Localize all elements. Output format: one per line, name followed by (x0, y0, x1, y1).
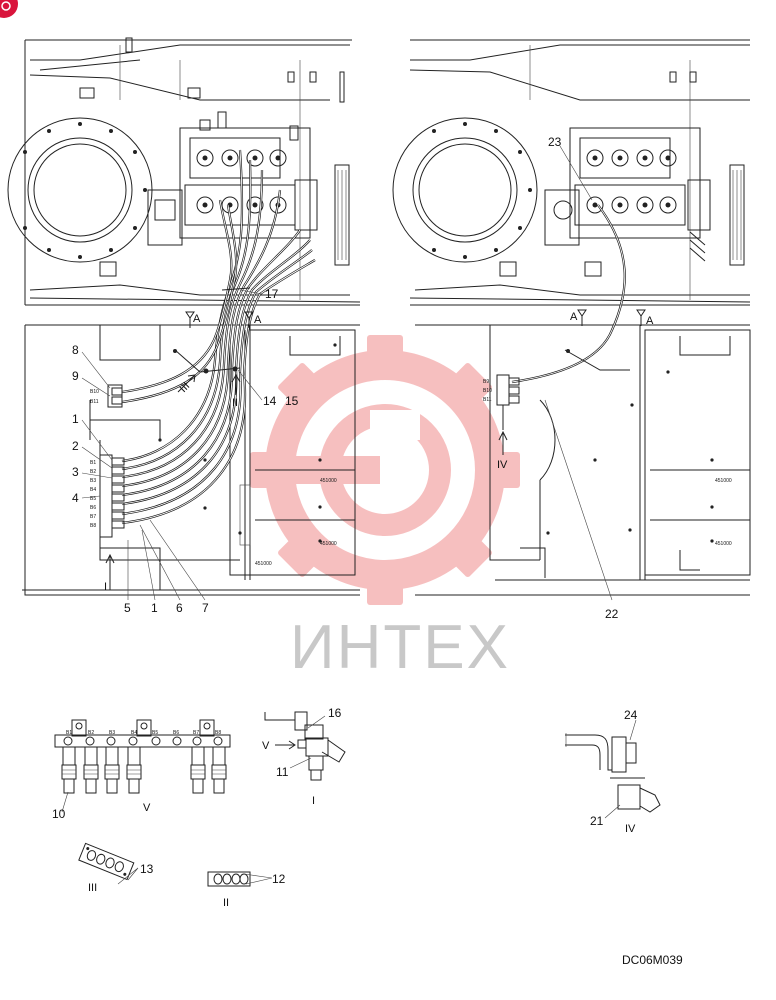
panel-code-3: 451000 (255, 561, 272, 567)
detail-view-i: V I (262, 711, 346, 807)
svg-text:B5: B5 (90, 496, 96, 502)
view-arrow-iii: III (177, 374, 196, 395)
detail-view-iii: III (78, 842, 139, 894)
svg-text:3: 3 (72, 465, 79, 479)
svg-text:B9: B9 (483, 379, 489, 385)
svg-text:17: 17 (265, 287, 279, 301)
svg-text:II: II (223, 897, 229, 909)
callout-11: 11 (276, 765, 289, 779)
callout-21: 21 (590, 814, 604, 828)
svg-text:B3: B3 (90, 478, 96, 484)
section-marker-a-4: A (636, 309, 654, 327)
callout-12: 12 (272, 872, 286, 886)
svg-text:B7: B7 (90, 514, 96, 520)
svg-text:A: A (570, 311, 578, 323)
svg-text:B5: B5 (152, 730, 158, 736)
svg-text:B4: B4 (131, 730, 137, 736)
svg-text:B11: B11 (90, 399, 99, 405)
corner-badge (0, 0, 18, 18)
callout-13: 13 (140, 862, 154, 876)
detail-view-v: B1 B2 B3 B4 B5 B6 B7 B8 V (54, 719, 231, 814)
callout-24: 24 (624, 708, 638, 722)
callout-16: 16 (328, 706, 342, 720)
callout-10: 10 (52, 807, 66, 821)
right-assembly: 451000 451000 B9 B10 B11 A A (392, 39, 751, 601)
view-arrow-iv: IV (497, 430, 508, 471)
port-labels-detail-v: B1 B2 B3 B4 B5 B6 B7 B8 (66, 730, 221, 736)
svg-text:1: 1 (151, 601, 158, 615)
detail-view-iv: IV (565, 719, 661, 835)
hose-bundle-left (121, 149, 316, 525)
panel-code-4: 451000 (715, 478, 732, 484)
svg-text:B3: B3 (109, 730, 115, 736)
callouts-right: 23 22 (548, 135, 619, 621)
port-labels-left-side: B1 B2 B3 B4 B5 B6 B7 B8 (90, 460, 96, 529)
svg-text:9: 9 (72, 369, 79, 383)
fitting-manifold-right (496, 374, 520, 430)
svg-text:A: A (646, 315, 654, 327)
svg-text:B8: B8 (215, 730, 221, 736)
section-marker-a-1: A (185, 311, 201, 328)
hose-right (511, 204, 630, 384)
svg-text:B2: B2 (90, 469, 96, 475)
svg-text:B1: B1 (66, 730, 72, 736)
svg-text:III: III (177, 380, 192, 395)
drawing-code: DC06M039 (622, 953, 683, 967)
svg-text:6: 6 (176, 601, 183, 615)
left-assembly: 451000 451000 451000 (7, 37, 361, 601)
port-labels-right: B9 B10 B11 (483, 379, 492, 403)
svg-text:B1: B1 (90, 460, 96, 466)
callouts-left: 8 9 1 2 3 4 5 1 6 7 17 14 15 (72, 287, 299, 615)
view-arrow-i: I (104, 553, 115, 593)
watermark-text: ИНТЕХ (290, 613, 510, 682)
svg-text:15: 15 (285, 394, 299, 408)
port-labels-left-top: B10 B11 (90, 389, 99, 405)
svg-text:B7: B7 (193, 730, 199, 736)
svg-text:5: 5 (124, 601, 131, 615)
svg-text:B10: B10 (483, 388, 492, 394)
svg-text:1: 1 (72, 412, 79, 426)
section-marker-a-2: A (244, 311, 262, 328)
svg-text:B8: B8 (90, 523, 96, 529)
bearing-ring-left (7, 117, 153, 263)
svg-text:14: 14 (263, 394, 277, 408)
section-marker-a-3: A (570, 309, 587, 326)
bearing-ring-right (392, 117, 538, 263)
view-arrow-ii: II (231, 373, 241, 409)
svg-text:2: 2 (72, 439, 79, 453)
svg-text:7: 7 (202, 601, 209, 615)
svg-text:B6: B6 (90, 505, 96, 511)
fitting-manifold-left (99, 384, 125, 538)
control-valve-right (544, 127, 711, 262)
panel-code-2: 451000 (320, 541, 337, 547)
detail-view-ii: II (207, 871, 273, 909)
svg-text:V: V (143, 802, 151, 814)
svg-text:IV: IV (497, 459, 508, 471)
svg-text:I: I (312, 795, 315, 807)
svg-text:III: III (88, 882, 97, 894)
panel-code-5: 451000 (715, 541, 732, 547)
svg-text:B4: B4 (90, 487, 96, 493)
svg-text:V: V (262, 740, 270, 752)
svg-text:I: I (104, 581, 107, 593)
panel-code-1: 451000 (320, 478, 337, 484)
svg-text:22: 22 (605, 607, 619, 621)
svg-text:23: 23 (548, 135, 562, 149)
svg-text:II: II (232, 397, 238, 409)
svg-text:A: A (254, 314, 262, 326)
svg-text:IV: IV (625, 823, 636, 835)
svg-text:A: A (193, 313, 201, 325)
svg-text:B11: B11 (483, 397, 492, 403)
svg-text:B10: B10 (90, 389, 99, 395)
svg-text:B6: B6 (173, 730, 179, 736)
svg-text:8: 8 (72, 343, 79, 357)
svg-text:4: 4 (72, 491, 79, 505)
svg-text:B2: B2 (88, 730, 94, 736)
